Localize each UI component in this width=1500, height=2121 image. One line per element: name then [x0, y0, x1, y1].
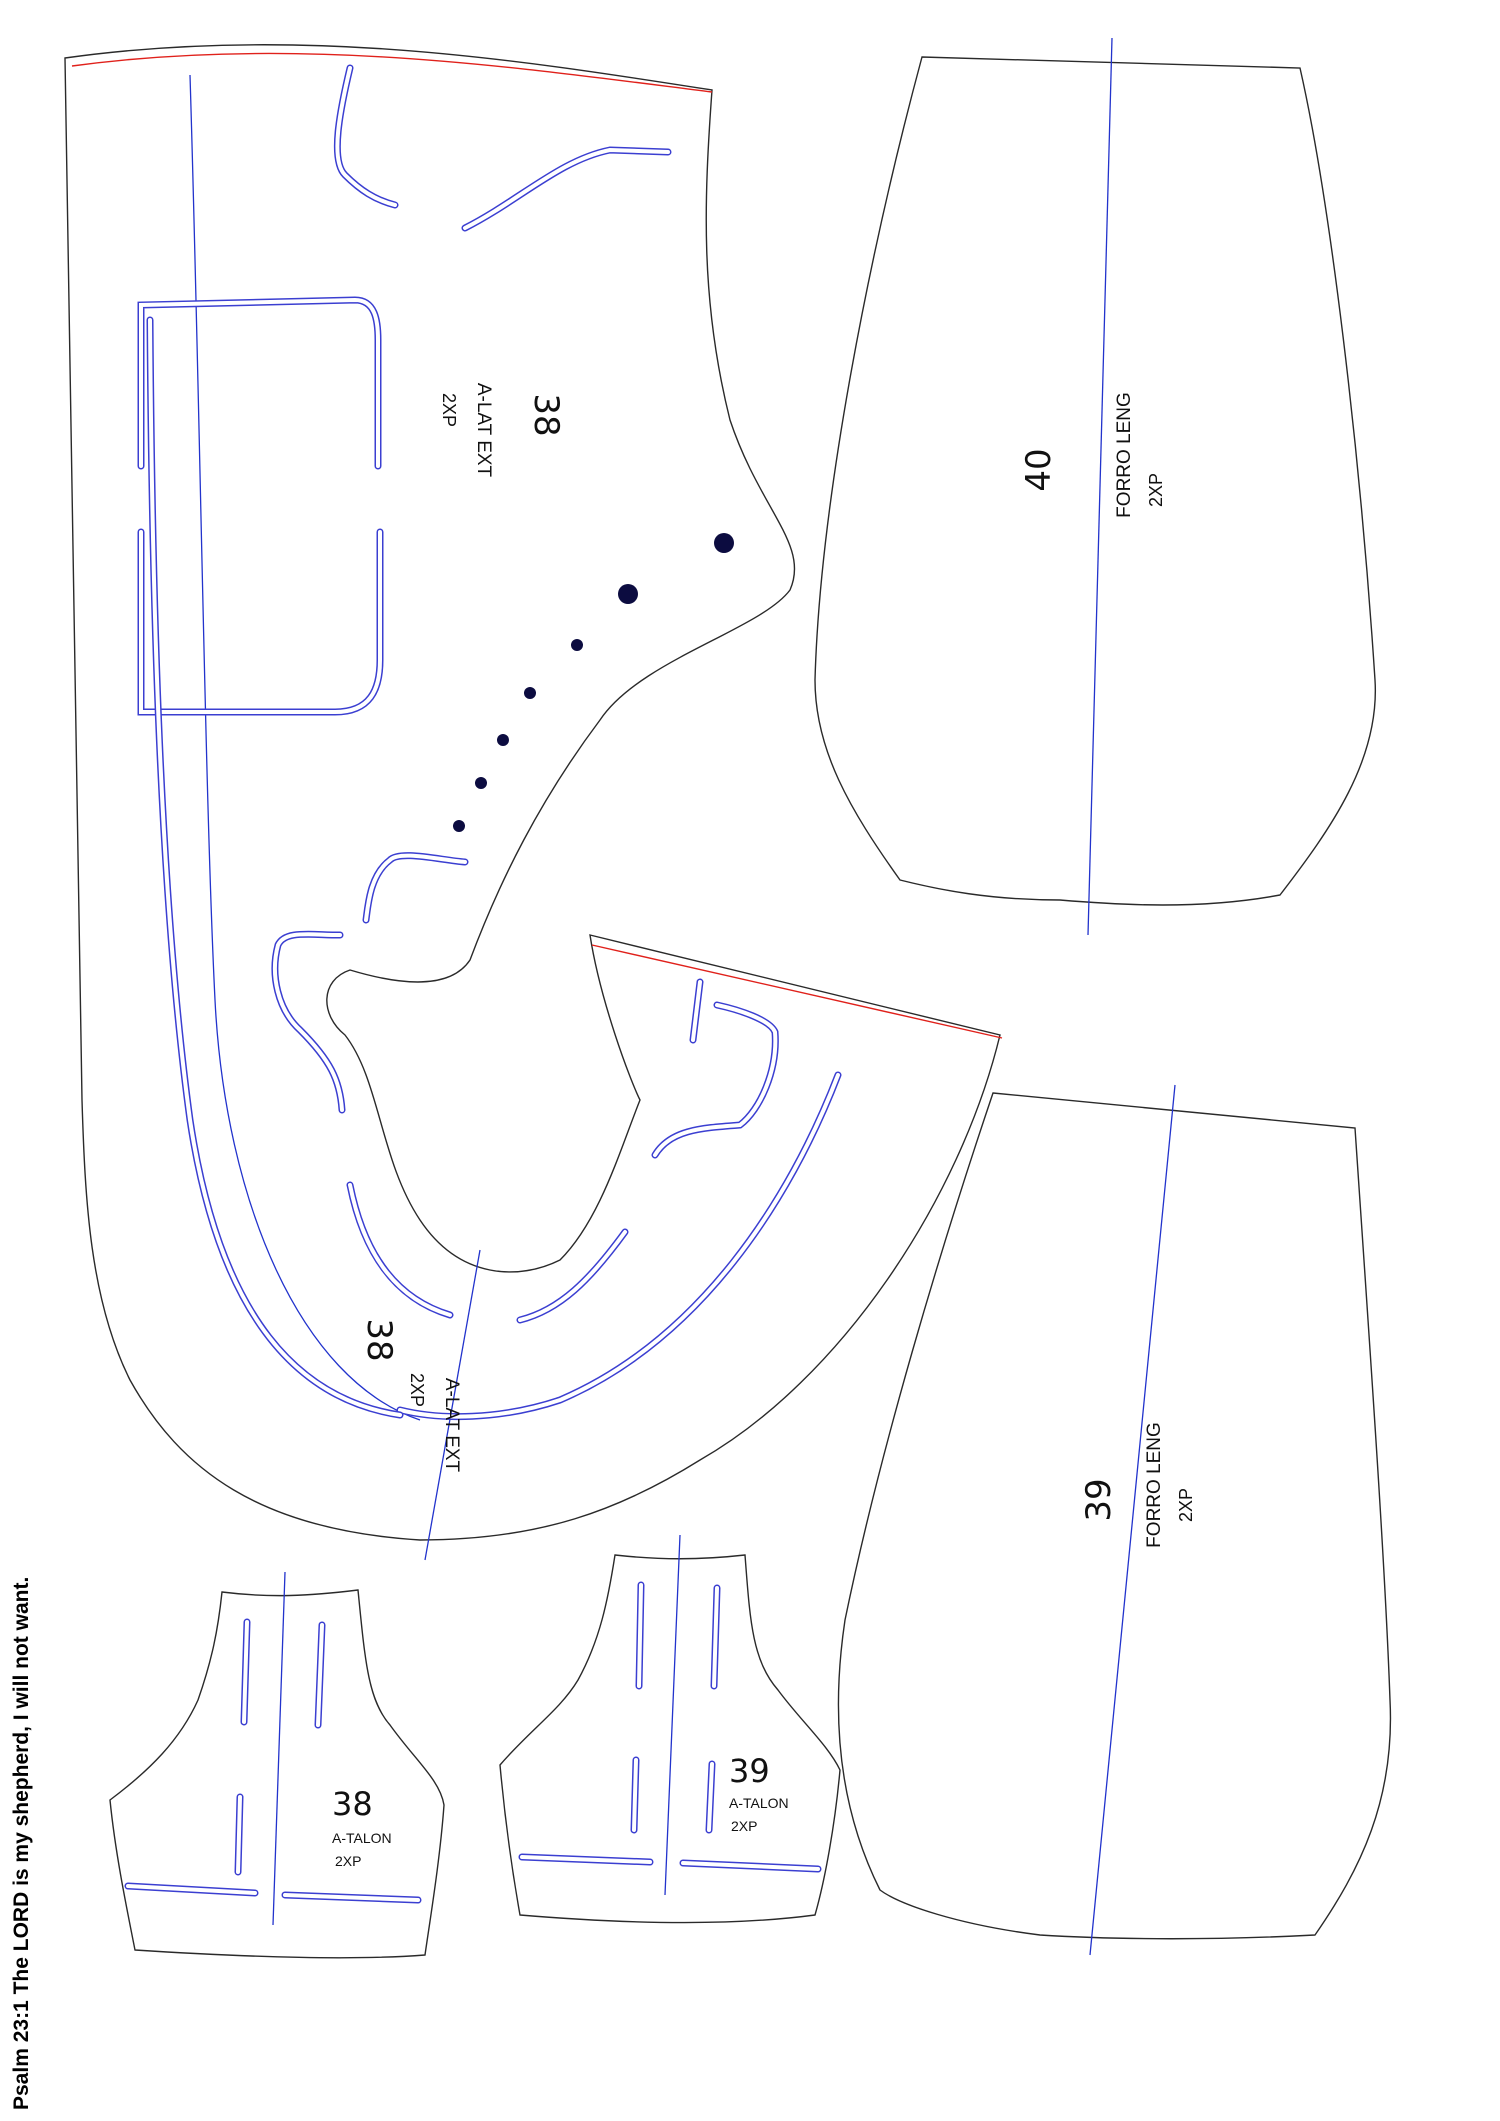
- lat-ext-bottom-qty: 2XP: [407, 1373, 427, 1407]
- forro-40-outline: [814, 56, 1377, 906]
- piece-forro-leng-39: 39 FORRO LENG 2XP: [837, 1084, 1392, 1956]
- forro-40-qty: 2XP: [1146, 473, 1166, 507]
- lat-ext-bottom-name: A-LAT EXT: [441, 1378, 462, 1473]
- punch-hole: [524, 687, 536, 699]
- piece-talon-39: 39 A-TALON 2XP: [499, 1534, 841, 1924]
- slot: [137, 528, 384, 716]
- forro-39-number: 39: [1079, 1478, 1119, 1521]
- slot: [364, 853, 467, 922]
- forro-40-number: 40: [1019, 448, 1059, 491]
- slot: [126, 1884, 257, 1895]
- talon-38-number: 38: [332, 1785, 373, 1823]
- slot: [242, 1620, 249, 1724]
- slot: [346, 1181, 454, 1319]
- slot: [139, 530, 382, 714]
- lat-ext-grain-line-short: [424, 1249, 481, 1561]
- slot: [398, 1073, 840, 1419]
- talon-38-outline: [109, 1589, 445, 1959]
- lat-ext-stitch-slots: [137, 64, 842, 1421]
- slot: [637, 1583, 643, 1688]
- slot: [518, 1230, 627, 1322]
- slot: [463, 147, 670, 230]
- forro-40-grain-line: [1087, 37, 1113, 936]
- punch-hole: [497, 734, 509, 746]
- slot: [316, 1623, 324, 1727]
- talon-39-name: A-TALON: [729, 1795, 789, 1811]
- slot: [236, 1795, 242, 1874]
- slot: [362, 852, 469, 924]
- punch-hole: [618, 584, 638, 604]
- piece-forro-leng-40: 40 FORRO LENG 2XP: [814, 37, 1377, 936]
- talon-38-grain-line: [272, 1571, 286, 1926]
- lat-ext-cut-edge-top: [71, 52, 713, 93]
- slot: [283, 1893, 420, 1902]
- lat-ext-top-number: 38: [526, 393, 566, 436]
- punch-hole: [475, 777, 487, 789]
- punch-hole: [714, 533, 734, 553]
- lat-ext-grain-line: [189, 74, 421, 1421]
- forro-39-outline: [837, 1092, 1392, 1940]
- lat-ext-cut-edge-right: [591, 944, 1003, 1039]
- slot: [653, 1003, 778, 1157]
- slot: [146, 316, 404, 1419]
- punch-hole: [453, 820, 465, 832]
- slot: [691, 980, 702, 1042]
- talon-39-grain-line: [664, 1534, 681, 1896]
- piece-talon-38: 38 A-TALON 2XP: [109, 1571, 445, 1959]
- slot: [707, 1762, 714, 1832]
- forro-39-qty: 2XP: [1176, 1488, 1196, 1522]
- slot: [137, 296, 382, 470]
- slot: [520, 1855, 652, 1864]
- footer-verse: Psalm 23:1 The LORD is my shepherd, I wi…: [10, 1577, 33, 2110]
- lat-ext-top-name: A-LAT EXT: [473, 383, 494, 478]
- punch-hole: [571, 639, 583, 651]
- lat-ext-outline: [64, 44, 1001, 1541]
- forro-39-grain-line: [1089, 1084, 1176, 1956]
- slot: [651, 1001, 779, 1159]
- slot: [139, 297, 380, 468]
- forro-40-name: FORRO LENG: [1114, 392, 1135, 518]
- slot: [681, 1861, 820, 1871]
- slot: [632, 1758, 638, 1832]
- piece-lat-ext: 38 A-LAT EXT 2XP 38 A-LAT EXT 2XP: [64, 44, 1003, 1561]
- lat-ext-top-qty: 2XP: [439, 393, 459, 427]
- talon-39-stitch-slots: [518, 1581, 822, 1873]
- talon-39-number: 39: [729, 1752, 770, 1790]
- lat-ext-bottom-number: 38: [359, 1318, 399, 1361]
- slot: [348, 1183, 452, 1317]
- slot: [271, 930, 346, 1114]
- talon-39-outline: [499, 1554, 841, 1924]
- talon-38-stitch-slots: [124, 1618, 422, 1904]
- slot: [335, 66, 397, 207]
- forro-39-name: FORRO LENG: [1144, 1422, 1165, 1548]
- talon-39-qty: 2XP: [731, 1818, 757, 1834]
- slot: [148, 318, 402, 1417]
- slot: [461, 146, 672, 232]
- slot: [273, 932, 344, 1112]
- lat-ext-punch-holes: [453, 533, 734, 832]
- slot: [712, 1586, 719, 1688]
- talon-38-name: A-TALON: [332, 1830, 392, 1846]
- talon-38-qty: 2XP: [335, 1853, 361, 1869]
